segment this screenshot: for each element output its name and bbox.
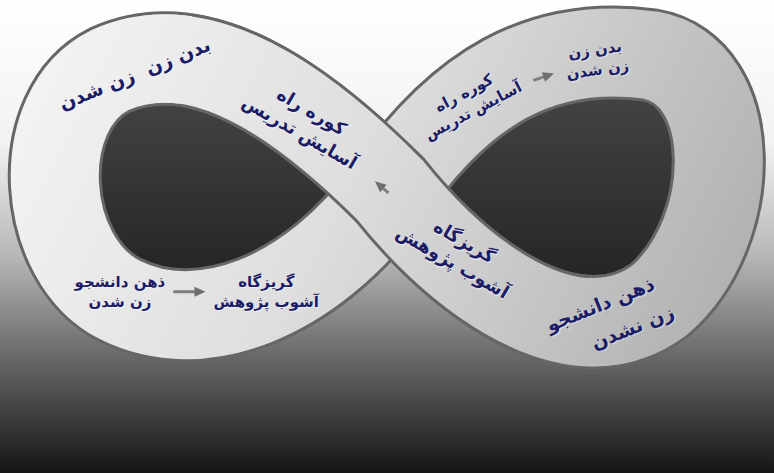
ribbon-text: آشوب پژوهش (214, 292, 319, 312)
ribbon-text-group: ذهن دانشجوزن شدن (71, 270, 170, 315)
arrow-head (195, 287, 206, 297)
ribbon-crossing-face (110, 58, 660, 322)
arrow-head (375, 181, 387, 192)
ribbon-text: ذهن دانشجو (75, 272, 166, 292)
ribbon-crossing-edge (110, 58, 660, 322)
arrow-head (542, 72, 554, 81)
ribbon-text: گریزگاه (214, 272, 319, 292)
ribbon-text-group: گریزگاهآشوب پژوهش (210, 270, 323, 315)
flow-arrow (173, 290, 196, 293)
ribbon-text-group: بدن زنزن شدن (558, 33, 634, 87)
ribbon-text: زن شدن (75, 292, 166, 312)
